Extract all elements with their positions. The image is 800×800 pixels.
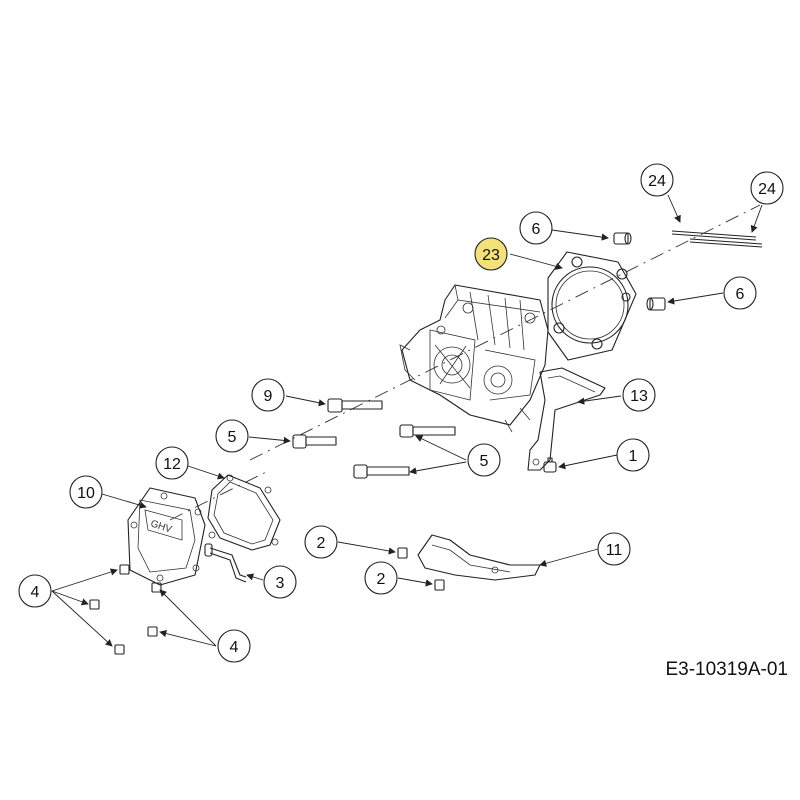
svg-text:5: 5 bbox=[228, 429, 237, 446]
callout-4[interactable]: 4 bbox=[217, 629, 251, 663]
callout-5[interactable]: 5 bbox=[467, 443, 501, 477]
callout-2[interactable]: 2 bbox=[364, 561, 398, 595]
svg-text:4: 4 bbox=[31, 584, 40, 601]
callout-2[interactable]: 2 bbox=[304, 525, 338, 559]
svg-text:23: 23 bbox=[482, 247, 500, 264]
svg-text:24: 24 bbox=[758, 181, 776, 198]
part-cylinder-head bbox=[399, 284, 549, 433]
callout-10[interactable]: 10 bbox=[69, 475, 103, 509]
svg-text:5: 5 bbox=[480, 453, 489, 470]
part-bolt-1 bbox=[543, 457, 557, 473]
svg-text:12: 12 bbox=[163, 456, 181, 473]
assembly-axis-lines bbox=[169, 204, 761, 521]
callout-9[interactable]: 9 bbox=[251, 378, 285, 412]
svg-text:24: 24 bbox=[648, 173, 666, 190]
callout-6[interactable]: 6 bbox=[723, 276, 757, 310]
part-cover-bolts bbox=[89, 564, 162, 655]
part-valve-cover: GHV bbox=[127, 487, 206, 586]
svg-text:4: 4 bbox=[230, 639, 239, 656]
part-bolt-5-middle bbox=[399, 424, 456, 438]
part-small-bolts bbox=[397, 547, 445, 591]
part-valve-cover-gasket bbox=[207, 474, 281, 551]
callout-24[interactable]: 24 bbox=[750, 171, 784, 205]
svg-text:2: 2 bbox=[377, 571, 386, 588]
callout-3[interactable]: 3 bbox=[263, 565, 297, 599]
callout-5[interactable]: 5 bbox=[215, 419, 249, 453]
svg-text:10: 10 bbox=[77, 485, 95, 502]
svg-text:3: 3 bbox=[276, 575, 285, 592]
part-breather-tube bbox=[204, 543, 247, 583]
part-bolt-5-upper bbox=[292, 434, 337, 449]
svg-text:2: 2 bbox=[317, 535, 326, 552]
part-dowel-pin-upper bbox=[613, 232, 632, 245]
callout-13[interactable]: 13 bbox=[622, 378, 656, 412]
svg-text:13: 13 bbox=[630, 388, 648, 405]
svg-text:11: 11 bbox=[606, 542, 623, 559]
callout-6[interactable]: 6 bbox=[519, 211, 553, 245]
part-bracket bbox=[527, 367, 606, 471]
part-head-gasket bbox=[547, 251, 637, 361]
svg-text:6: 6 bbox=[736, 286, 745, 303]
callout-4[interactable]: 4 bbox=[18, 574, 52, 608]
part-baffle-plate bbox=[417, 534, 541, 581]
callout-11[interactable]: 11 bbox=[597, 532, 631, 566]
callout-1[interactable]: 1 bbox=[616, 438, 650, 472]
callout-23-highlighted[interactable]: 23 bbox=[474, 237, 508, 271]
part-bolt-5-lower bbox=[353, 464, 410, 479]
svg-text:GHV: GHV bbox=[149, 518, 173, 535]
part-long-bolt-9 bbox=[327, 398, 383, 413]
callout-12[interactable]: 12 bbox=[155, 446, 189, 480]
svg-text:6: 6 bbox=[532, 221, 541, 238]
part-pushrods bbox=[671, 230, 763, 248]
diagram-reference-code: E3-10319A-01 bbox=[665, 659, 788, 680]
part-dowel-pin-lower bbox=[646, 297, 666, 311]
svg-text:9: 9 bbox=[264, 388, 273, 405]
callout-24[interactable]: 24 bbox=[640, 163, 674, 197]
svg-text:1: 1 bbox=[629, 448, 638, 465]
leader-lines bbox=[51, 194, 763, 647]
